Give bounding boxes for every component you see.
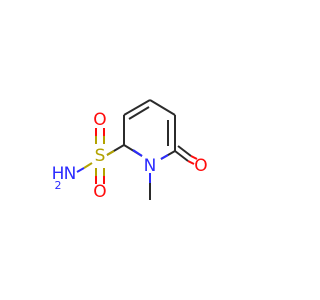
bond-ketone-2-o (190, 155, 198, 160)
sulfonyl-oxygen-bottom-label: O (93, 182, 106, 202)
ketone-oxygen-label: O (194, 156, 207, 176)
bond-s-nh2-n (76, 167, 85, 173)
sulfur-label: S (95, 146, 106, 166)
bond-ketone-1 (174, 150, 189, 162)
sulfonyl-oxygen-top-label: O (93, 110, 106, 130)
bond-ring-c4-c3 (123, 99, 151, 116)
amine-hydrogen-label: H (52, 164, 65, 184)
molecule-diagram: N O S O O H N 2 (52, 99, 208, 202)
bond-ring-c5-c4 (149, 99, 176, 116)
amine-subscript-label: 2 (55, 179, 62, 192)
bond-c-s-color (106, 150, 115, 156)
bond-ring-c4-c3-inner (128, 106, 150, 120)
bond-ketone-2 (177, 145, 192, 157)
bond-ring-c2-n-color (132, 149, 143, 157)
bond-s-nh2-s (83, 162, 93, 169)
structure-canvas: N O S O O H N 2 (52, 99, 208, 202)
amine-nitrogen-label: N (64, 164, 77, 184)
ring-nitrogen-label: N (144, 156, 157, 176)
bond-ketone-1-o (187, 160, 195, 165)
bond-ring-n-c6-color (160, 154, 169, 160)
